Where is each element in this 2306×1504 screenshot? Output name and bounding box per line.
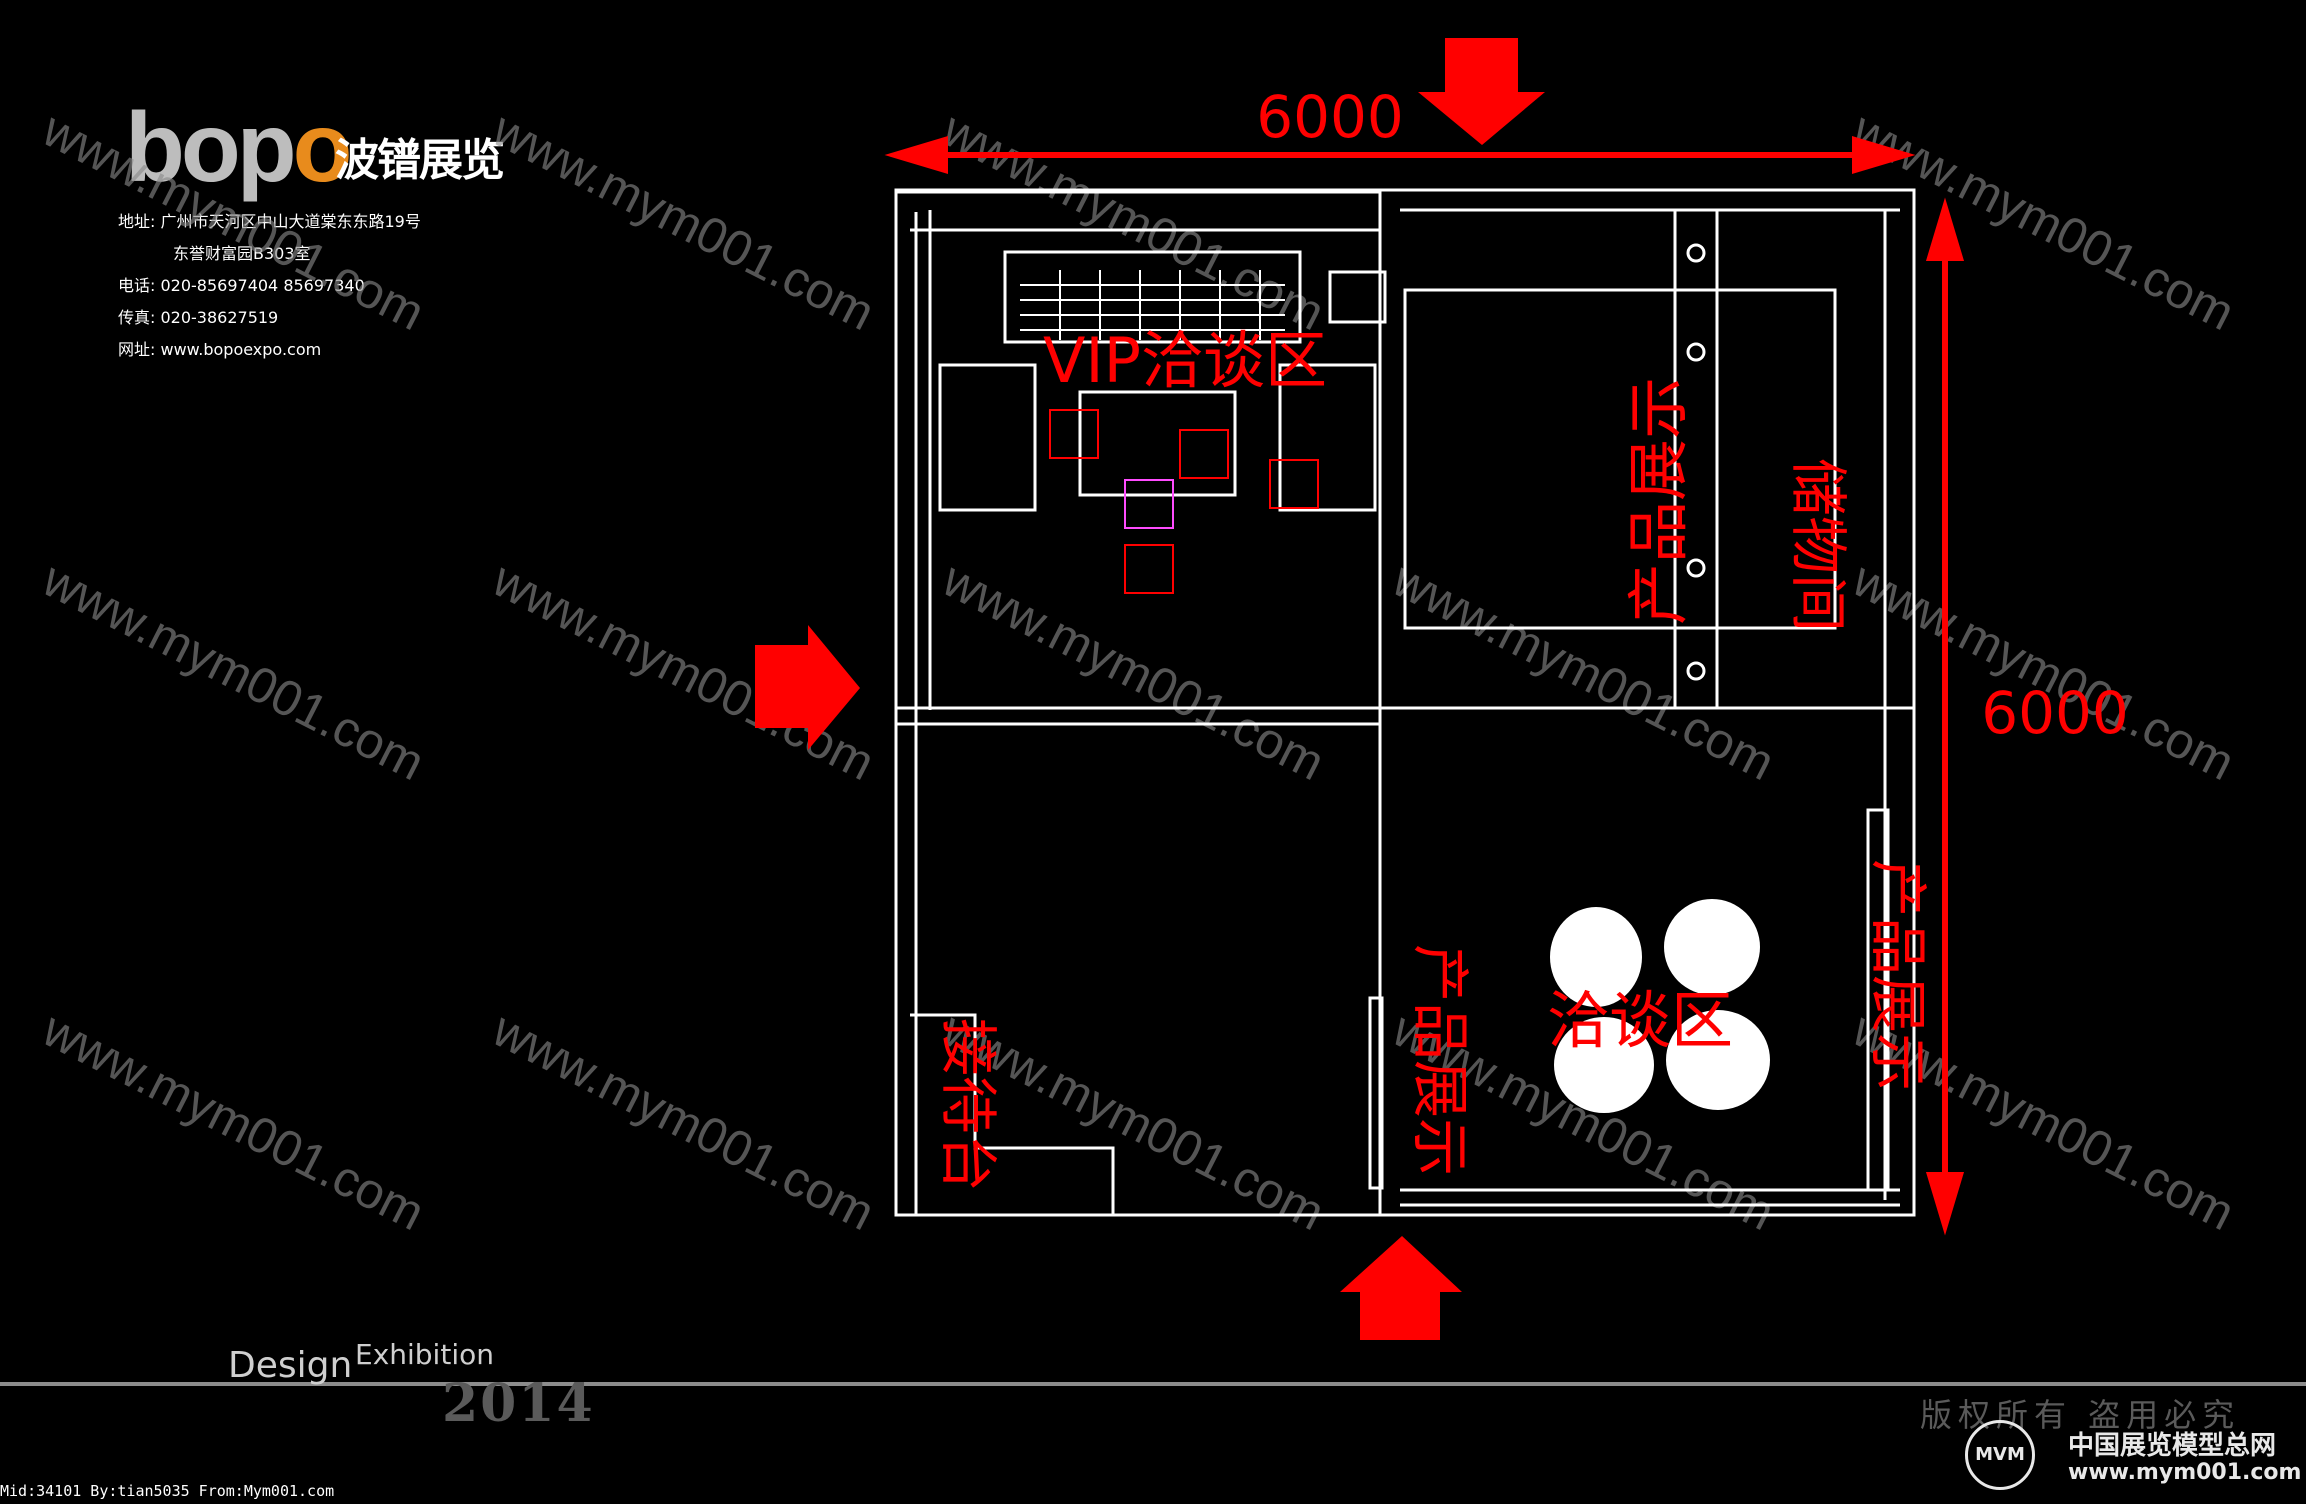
logo-chinese-name: 波镨展览 xyxy=(335,135,505,186)
arrowhead-bottom xyxy=(1925,1172,1965,1236)
vip-sofa-right xyxy=(1278,363,1377,512)
negotiation-chairs xyxy=(1550,899,1770,1113)
display-room xyxy=(1403,288,1837,630)
zone-label-negotiation: 洽谈区 xyxy=(1547,984,1733,1057)
bopo-logo: bopo xyxy=(125,98,545,196)
vip-cabinet xyxy=(1003,250,1302,344)
vip-sofa-left xyxy=(938,363,1037,512)
depth-dimension-label: 6000 xyxy=(1981,679,2129,747)
logo-wordmark: bopo xyxy=(125,92,352,202)
entrance-arrow-top xyxy=(1418,38,1545,145)
dimension-lines xyxy=(884,135,1965,1236)
zone-label-product-middle: 产品展示 xyxy=(1406,944,1474,1176)
site-url: www.mym001.com xyxy=(2068,1460,2302,1485)
address-line-1: 地址: 广州市天河区中山大道棠东东路19号 xyxy=(118,212,421,231)
right-display-rack xyxy=(1866,808,1890,1192)
website-line: 网址: www.bopoexpo.com xyxy=(118,340,322,359)
footer-design-label: Design xyxy=(228,1345,353,1386)
vip-plant xyxy=(1328,270,1387,324)
image-metadata: Mid:34101 By:tian5035 From:Mym001.com xyxy=(0,1482,335,1500)
footer-divider xyxy=(0,1382,2306,1386)
site-chinese-name: 中国展览模型总网 xyxy=(2068,1431,2277,1461)
vip-coffee-table xyxy=(1078,390,1237,497)
phone-line: 电话: 020-85697404 85697340 xyxy=(118,276,365,295)
mym-site-logo: MVM xyxy=(1965,1420,2035,1490)
entrance-arrow-bottom xyxy=(1340,1236,1462,1340)
red-furniture xyxy=(1049,409,1319,594)
reception-counter xyxy=(910,1013,1115,1215)
footer-year: 2014 xyxy=(442,1373,595,1434)
zone-label-storage: 储物间 xyxy=(1784,458,1852,632)
zone-label-product-top: 产品展示 xyxy=(1622,377,1695,625)
address-line-2: 东誉财富园B303室 xyxy=(173,244,311,263)
entrance-arrow-left xyxy=(755,625,860,750)
cabinet-grid xyxy=(1020,270,1285,340)
arrowhead-top xyxy=(1925,197,1965,261)
plan-lines xyxy=(894,188,1916,1217)
arrowhead-right xyxy=(1852,135,1916,175)
display-panel-top xyxy=(1673,208,1719,710)
arrowhead-left xyxy=(884,135,948,175)
zone-label-reception: 接待台 xyxy=(934,1018,1002,1192)
zone-label-product-right: 产品展示 xyxy=(1864,859,1932,1091)
vip-room-wall xyxy=(894,190,1382,726)
selected-chair xyxy=(1124,479,1174,529)
zone-label-vip: VIP洽谈区 xyxy=(1043,324,1327,397)
copyright-notice: 版权所有 盗用必究 xyxy=(1920,1396,2241,1434)
footer-exhibition-label: Exhibition xyxy=(355,1338,494,1371)
middle-display-rack xyxy=(1368,996,1384,1190)
company-address: 地址: 广州市天河区中山大道棠东东路19号 东誉财富园B303室 电话: 020… xyxy=(118,206,421,366)
fax-line: 传真: 020-38627519 xyxy=(118,308,279,327)
display-fixtures xyxy=(1686,243,1706,681)
width-dimension-label: 6000 xyxy=(1256,83,1404,151)
